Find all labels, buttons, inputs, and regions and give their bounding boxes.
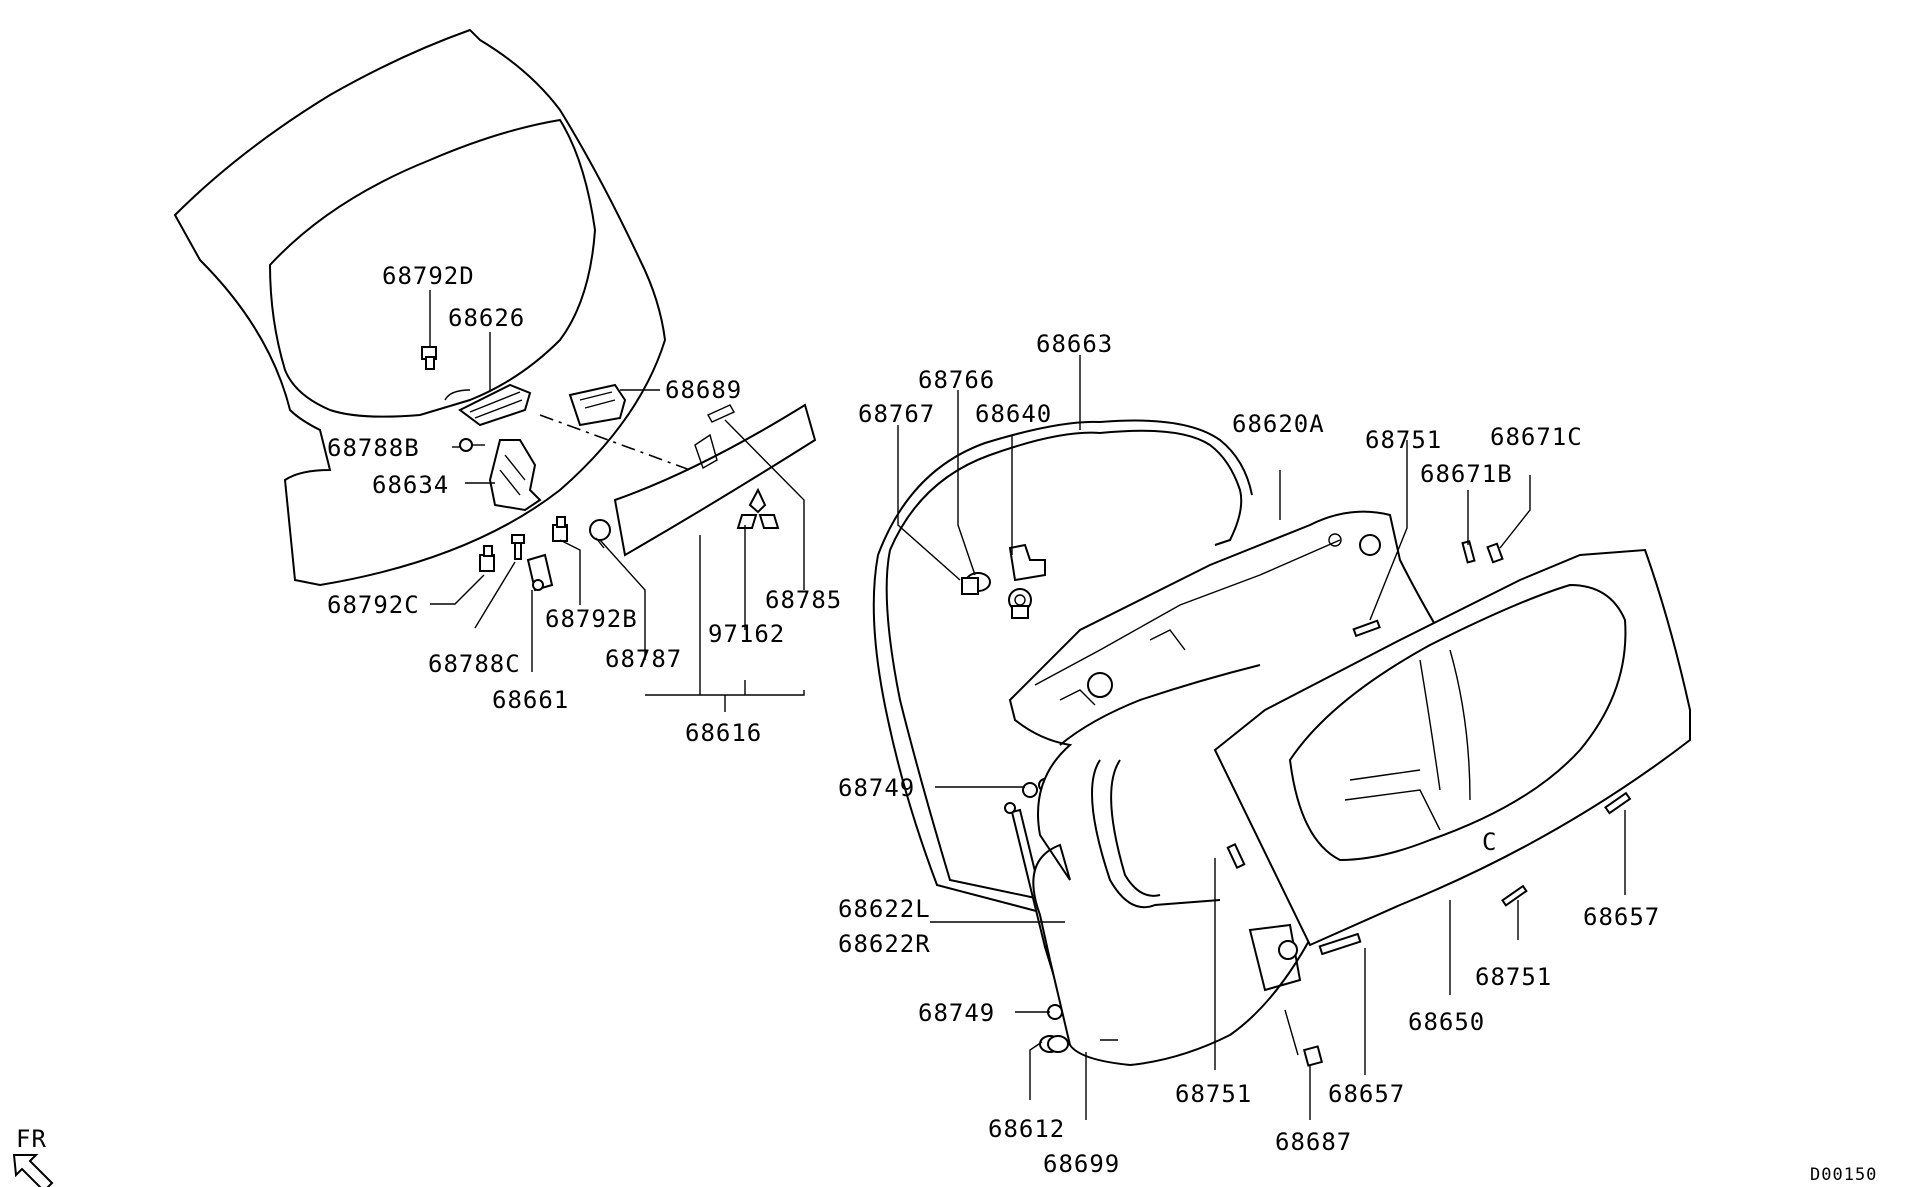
- part-labels: 68792D 68626 68788B 68634 68792C 68788C …: [327, 262, 1660, 1178]
- label-68622L: 68622L: [838, 895, 931, 923]
- label-68612: 68612: [988, 1115, 1065, 1143]
- label-68657-bottom: 68657: [1328, 1080, 1405, 1108]
- label-68749-bottom: 68749: [918, 999, 995, 1027]
- body-panel: [173, 28, 667, 587]
- label-68620A: 68620A: [1232, 410, 1325, 438]
- label-68751-bottom: 68751: [1175, 1080, 1252, 1108]
- weatherstrip-68663: [872, 419, 1253, 913]
- label-68634: 68634: [372, 471, 449, 499]
- tape-68657-b: [1604, 791, 1632, 815]
- label-68622R: 68622R: [838, 930, 931, 958]
- arrow-up-left-icon: [12, 1154, 54, 1187]
- emblem-97162: [736, 487, 780, 529]
- label-68751-top: 68751: [1365, 426, 1442, 454]
- leader-lines: [429, 290, 1626, 1120]
- label-68785: 68785: [765, 586, 842, 614]
- label-68792C: 68792C: [327, 591, 420, 619]
- label-68671B: 68671B: [1420, 460, 1513, 488]
- grommet-68766: [1008, 588, 1032, 619]
- label-68787: 68787: [605, 645, 682, 673]
- label-68626: 68626: [448, 304, 525, 332]
- label-68650: 68650: [1408, 1008, 1485, 1036]
- label-68751-right: 68751: [1475, 963, 1552, 991]
- label-68699: 68699: [1043, 1150, 1120, 1178]
- clip-68671C: [1486, 542, 1504, 564]
- screw-68788C: [511, 534, 525, 560]
- label-97162: 97162: [708, 620, 785, 648]
- label-68663: 68663: [1036, 330, 1113, 358]
- label-68661: 68661: [492, 686, 569, 714]
- clip-68671B: [1461, 540, 1476, 564]
- clip-68787: [589, 519, 611, 549]
- latch-assembly-68634: [488, 439, 542, 512]
- dash-leader-1: [539, 414, 691, 471]
- label-68687: 68687: [1275, 1128, 1352, 1156]
- label-68767: 68767: [858, 400, 935, 428]
- tape-68751-a: [1352, 619, 1381, 638]
- label-68671C: 68671C: [1490, 423, 1583, 451]
- latch-striker-68626: [444, 383, 532, 427]
- tape-68751-b: [1226, 843, 1246, 869]
- bumper-68612: [1039, 1035, 1069, 1053]
- direction-indicator: FR: [12, 1125, 54, 1187]
- bushing-68767: [961, 572, 991, 595]
- handle-68661: [526, 553, 554, 592]
- bolt-68792D: [421, 346, 437, 370]
- screw-68788B: [459, 438, 485, 452]
- hinge-68640: [1008, 543, 1046, 582]
- label-68616: 68616: [685, 719, 762, 747]
- label-68749-top: 68749: [838, 774, 915, 802]
- drawing-code: D00150: [1810, 1165, 1877, 1185]
- bolt-68792C: [479, 545, 495, 572]
- tape-68657-a: [1318, 932, 1362, 956]
- label-68657-right: 68657: [1583, 903, 1660, 931]
- bolt-68792B: [552, 516, 568, 542]
- label-68792B: 68792B: [545, 605, 638, 633]
- glass-mark: C: [1482, 828, 1497, 856]
- label-68788C: 68788C: [428, 650, 521, 678]
- tape-68751-c: [1501, 884, 1528, 907]
- switch-68689: [568, 383, 627, 427]
- label-68689: 68689: [665, 376, 742, 404]
- garnish-68616: [613, 403, 817, 557]
- label-68766: 68766: [918, 366, 995, 394]
- back-glass-68650: [1213, 548, 1691, 947]
- label-68792D: 68792D: [382, 262, 475, 290]
- pad-68687: [1302, 1045, 1324, 1067]
- direction-label: FR: [16, 1125, 47, 1153]
- label-68788B: 68788B: [327, 434, 420, 462]
- label-68640: 68640: [975, 400, 1052, 428]
